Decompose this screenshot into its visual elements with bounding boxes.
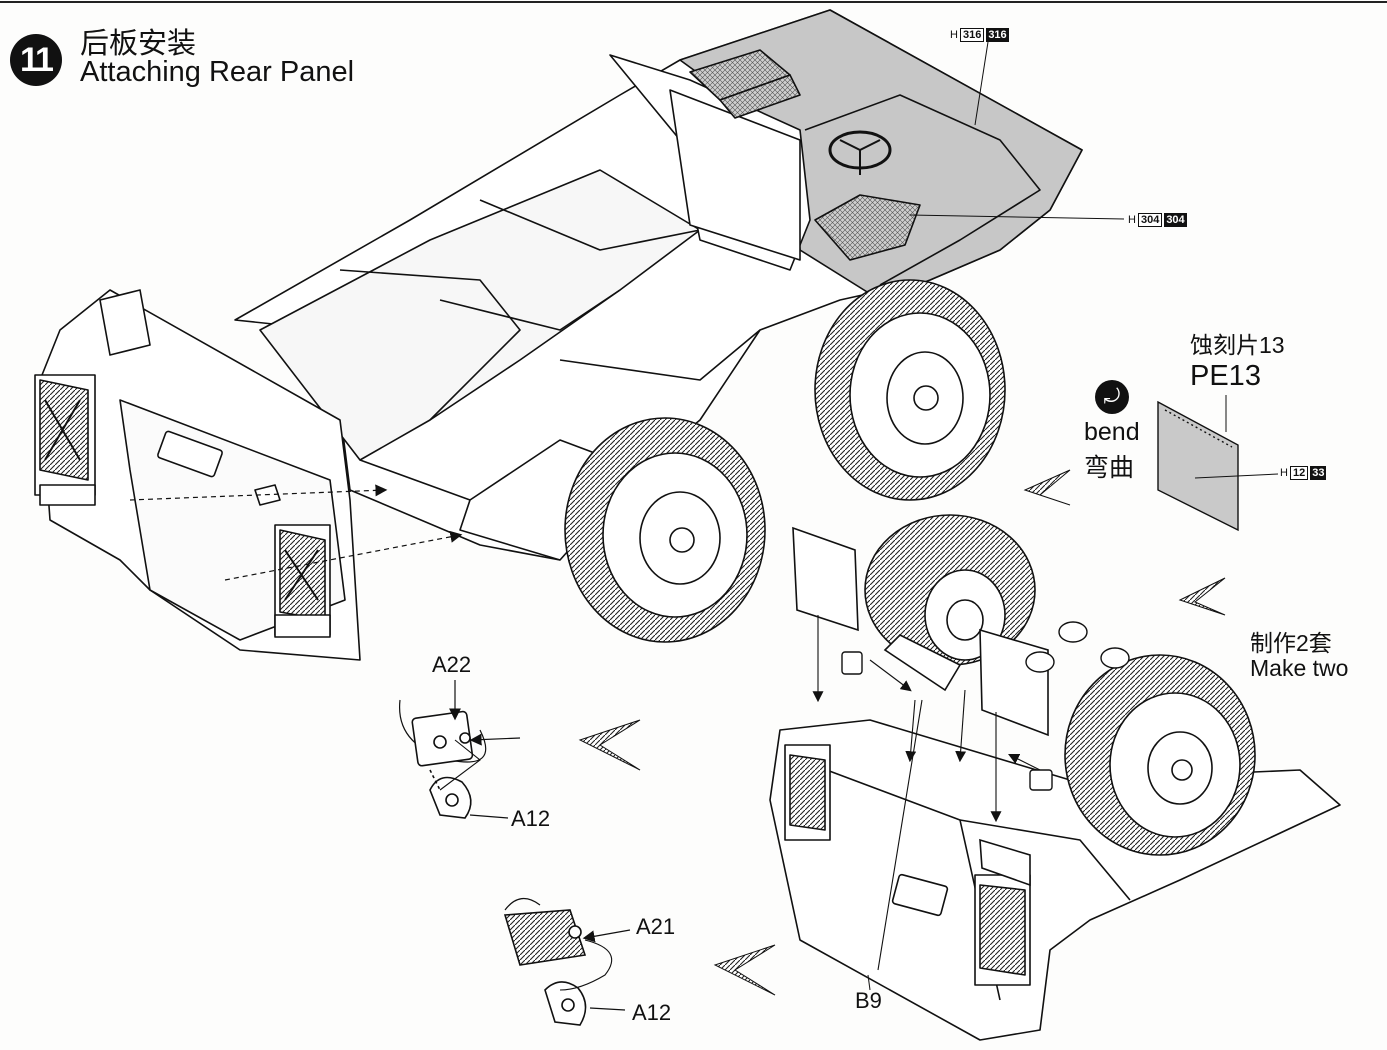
connect-arrow-icon — [578, 719, 641, 771]
color-code-316: H 316 316 — [950, 28, 1009, 42]
vehicle-hull — [34, 9, 1083, 661]
part-label-a22: A22 — [432, 652, 472, 677]
bend-label-en: bend — [1084, 418, 1140, 446]
connect-arrow-icon — [1023, 469, 1071, 506]
wheel-front — [814, 279, 1006, 501]
bend-arrow-icon: ⤾ — [1095, 380, 1129, 414]
color-code-ref1: 316 — [959, 28, 985, 42]
step-title-cn: 后板安装 — [80, 26, 197, 60]
part-label-a12-bottom: A12 — [632, 1000, 672, 1025]
color-code-ref2: 316 — [986, 28, 1009, 42]
color-code-ref1: 12 — [1289, 466, 1309, 480]
color-code-ref1: 304 — [1137, 213, 1163, 227]
make-two-label-cn: 制作2套 — [1250, 630, 1332, 656]
step-title-en: Attaching Rear Panel — [80, 56, 355, 88]
color-code-12: H 12 33 — [1280, 466, 1327, 480]
connect-arrow-icon — [713, 944, 776, 996]
color-code-prefix: H — [1280, 467, 1288, 479]
color-code-304: H 304 304 — [1128, 213, 1187, 227]
hinge-subassembly-a21-a12 — [503, 898, 613, 1026]
color-code-ref2: 304 — [1164, 213, 1187, 227]
bend-label-cn: 弯曲 — [1084, 454, 1135, 482]
color-code-prefix: H — [950, 29, 958, 41]
part-label-a12-top: A12 — [511, 806, 551, 831]
make-two-label-en: Make two — [1250, 655, 1349, 681]
pe13-part — [1157, 400, 1239, 532]
step-number-badge: 11 — [10, 34, 62, 86]
wheel-rear — [564, 417, 766, 643]
color-code-prefix: H — [1128, 214, 1136, 226]
pe13-label-en: PE13 — [1190, 360, 1261, 392]
color-code-ref2: 33 — [1310, 466, 1327, 480]
connect-arrow-icon — [1178, 577, 1226, 616]
hinge-subassembly-a22-a12 — [399, 699, 487, 819]
part-label-a21: A21 — [636, 914, 676, 939]
pe13-label-cn: 蚀刻片13 — [1190, 332, 1285, 358]
part-label-b9: B9 — [855, 988, 882, 1013]
wheel-rear-view — [1064, 654, 1256, 856]
